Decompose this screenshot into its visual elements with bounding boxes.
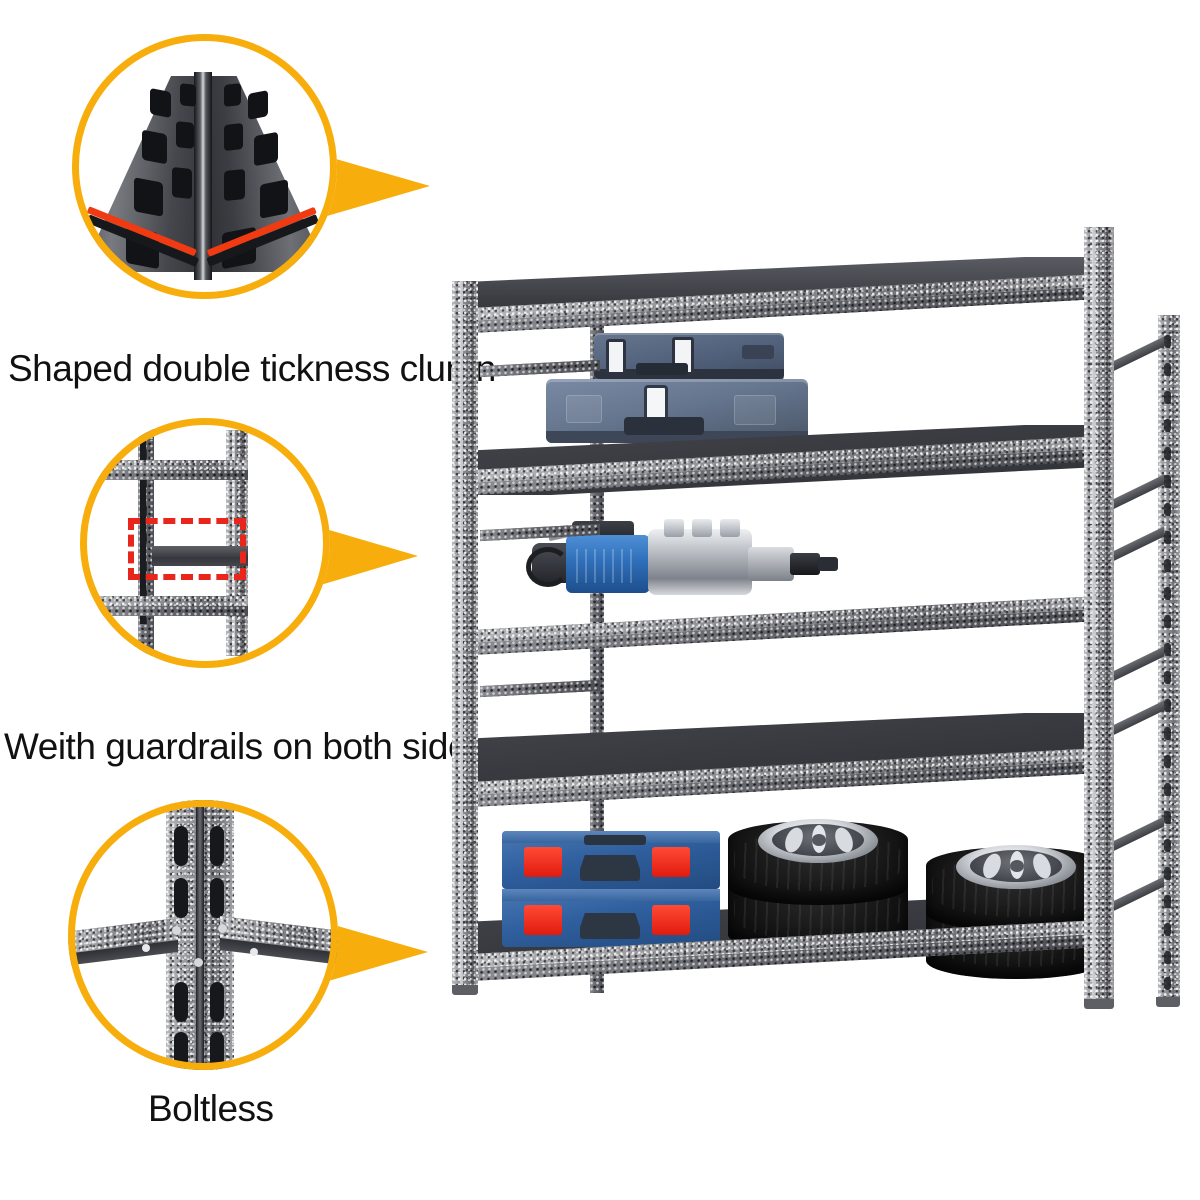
blue-silver-power-tool-motor	[526, 513, 844, 609]
front-right-post	[1084, 227, 1114, 1007]
callout-circle-boltless	[68, 800, 428, 1070]
tire-with-alloy-wheel-stack	[926, 843, 1106, 993]
front-left-post	[452, 281, 478, 993]
blue-tool-case-stack	[546, 333, 816, 445]
rear-right-post	[1158, 315, 1180, 1005]
feature-caption-column: Shaped double tickness clumn	[8, 348, 496, 389]
shelving-unit	[440, 195, 1200, 1040]
feature-caption-boltless: Boltless	[148, 1088, 274, 1129]
feature-caption-guardrails: Weith guardrails on both sides	[4, 726, 487, 767]
red-dashed-highlight	[128, 518, 246, 580]
callout-image-guardrails	[80, 418, 330, 668]
tire-with-alloy-wheel-stack	[728, 817, 908, 967]
blue-red-tool-box-stack	[502, 831, 720, 949]
callout-image-boltless	[68, 800, 338, 1070]
feature-boltless: Boltless	[0, 790, 470, 1190]
feature-column: Shaped double tickness clumn	[0, 0, 496, 400]
callout-circle-column	[72, 34, 430, 299]
rear-right-post-slots	[1162, 325, 1176, 997]
feature-guardrails: Weith guardrails on both sides	[0, 400, 487, 790]
callout-circle-guardrails	[80, 418, 418, 668]
callout-image-column	[72, 34, 337, 299]
